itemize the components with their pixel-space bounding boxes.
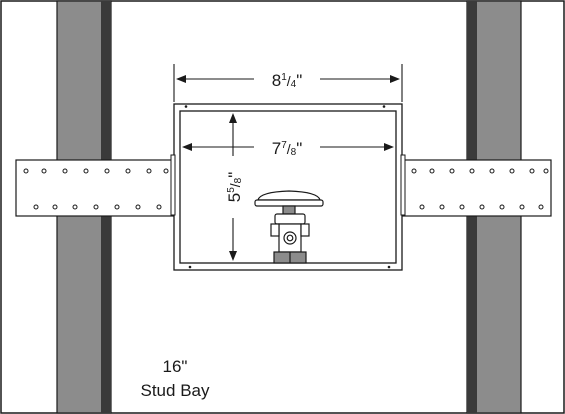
outer-width-label: 81/4" [272,71,303,90]
valve-bonnet [274,213,306,225]
height-label: 55/8" [225,172,244,203]
inner-width-dimension [182,143,394,151]
left-mounting-bracket [15,159,175,217]
bracket-holes [411,168,549,210]
box-left-tab [170,154,176,216]
valve [254,190,324,264]
box-right-tab [400,154,406,216]
valve-handle-base [254,199,324,207]
valve-stem [282,205,296,215]
stud-bay-size: 16" [163,357,188,376]
right-mounting-bracket [401,159,552,217]
inner-width-label: 77/8" [272,139,303,158]
box-corner-holes [184,105,391,269]
height-dimension [229,113,237,261]
stud-bay-label: Stud Bay [141,381,210,400]
valve-left-port [270,223,280,237]
valve-handle-knob [257,190,321,201]
valve-right-port [300,223,310,237]
valve-outlet-core [286,234,294,242]
bracket-holes [23,168,169,210]
outer-width-dimension [173,64,403,102]
